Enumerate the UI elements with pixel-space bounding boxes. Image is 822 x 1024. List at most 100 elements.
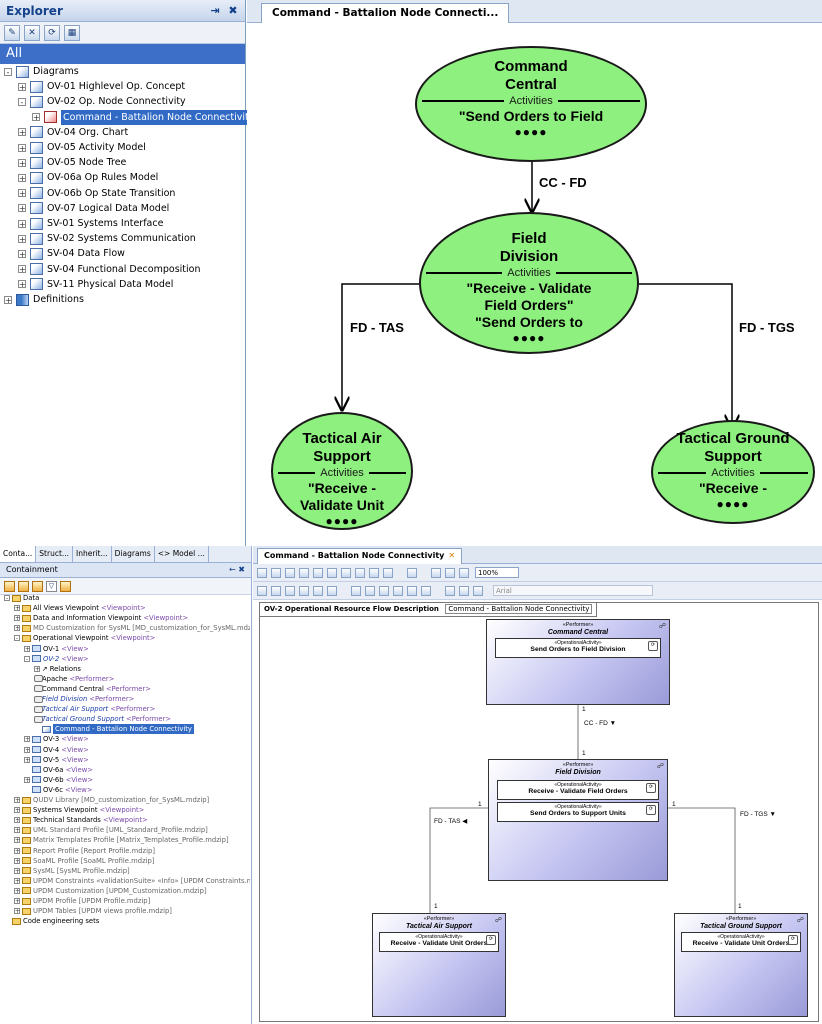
activity-box[interactable]: ⟳ «OperationalActivity» Receive - Valida… [379,932,499,952]
containment-tree-item[interactable]: +OV-5<View> [24,755,89,765]
expand-icon[interactable]: + [14,847,21,855]
text-color-icon[interactable] [473,585,483,596]
containment-tree-item[interactable]: Tactical Air Support<Performer> [34,704,155,714]
folder-icon[interactable] [4,580,15,592]
expand-icon[interactable]: + [34,665,41,673]
path-icon[interactable] [421,585,431,596]
close-icon[interactable]: ✕ [448,551,456,560]
align-icon[interactable] [271,567,281,578]
pin-icon[interactable]: ⇥ [210,3,220,17]
align-icon[interactable] [299,567,309,578]
containment-tree-item[interactable]: OV-6c<View> [24,785,93,795]
collapse-icon[interactable]: - [24,655,30,663]
containment-tree-item[interactable]: +UML Standard Profile [UML_Standard_Prof… [14,825,208,835]
md-diagram-tab[interactable]: Command - Battalion Node Connectivity✕ [257,548,463,564]
conn-fd-tas[interactable] [429,807,490,913]
align-icon[interactable] [271,585,281,596]
flow-fd-tas-label[interactable]: FD - TAS [350,320,404,335]
explorer-tree-item[interactable]: +OV-05 Node Tree [18,155,126,170]
explorer-tree-item[interactable]: +OV-04 Org. Chart [18,125,128,140]
align-icon[interactable] [285,585,295,596]
activity-box[interactable]: ⟳ «OperationalActivity» Receive - Valida… [497,780,659,800]
expand-icon[interactable]: + [18,82,26,92]
containment-tree-item[interactable]: Tactical Ground Support<Performer> [34,714,171,724]
containment-tree-item[interactable]: +↗Relations [34,664,81,674]
diagram-tab[interactable]: Command - Battalion Node Connecti... [261,3,510,23]
explorer-tree-item[interactable]: +OV-06a Op Rules Model [18,170,158,185]
package-icon[interactable] [18,580,29,592]
expand-icon[interactable]: + [14,615,21,623]
node-tactical-ground-support[interactable]: Tactical Ground Support Activities "Rece… [651,420,815,524]
path-icon[interactable] [379,585,389,596]
explorer-tree-item[interactable]: +SV-01 Systems Interface [18,216,163,231]
diagram-canvas[interactable]: Command Central Activities "Send Orders … [247,22,822,546]
containment-tree-item[interactable]: +Report Profile [Report Profile.mdzip] [14,846,155,856]
containment-tree-item[interactable]: +Technical Standards<Viewpoint> [14,815,148,825]
containment-tree-item[interactable]: +UPDM Profile [UPDM Profile.mdzip] [14,896,150,906]
expand-icon[interactable]: + [18,219,26,229]
expand-icon[interactable]: + [14,908,21,916]
browser-tab[interactable]: Struct... [36,546,74,562]
conn-cc-fd-label[interactable]: CC - FD ▼ [584,720,617,727]
edit-icon[interactable]: ✎ [4,24,20,41]
path-icon[interactable] [407,585,417,596]
conn-fd-tgs-label[interactable]: FD - TGS ▼ [740,811,776,818]
node-tactical-air-support[interactable]: Tactical Air Support Activities "Receive… [271,412,413,530]
explorer-tree-item[interactable]: +Command - Battalion Node Connectivity [32,109,257,125]
expand-icon[interactable]: + [24,776,31,784]
containment-tree-item[interactable]: Command - Battalion Node Connectivity [34,724,194,735]
panel-controls[interactable]: ← ✖ [229,565,245,574]
explorer-tree-item[interactable]: +OV-05 Activity Model [18,140,146,155]
collapse-icon[interactable]: - [18,97,26,106]
containment-tree-item[interactable]: -Operational Viewpoint<Viewpoint> [14,633,155,643]
expand-icon[interactable]: + [4,295,12,305]
containment-tree-item[interactable]: +OV-3<View> [24,734,89,744]
path-icon[interactable] [393,585,403,596]
expand-icon[interactable]: + [14,807,21,815]
node-command-central[interactable]: Command Central Activities "Send Orders … [415,46,647,162]
expand-icon[interactable]: + [14,817,21,825]
refresh-icon[interactable]: ⟳ [44,24,60,41]
filter-icon[interactable]: ▽ [46,580,57,592]
performer-tactical-ground-support[interactable]: ☍ «Performer» Tactical Ground Support ⟳ … [674,913,808,1017]
explorer-tree-item[interactable]: +SV-04 Data Flow [18,246,125,261]
explorer-tree-item[interactable]: +SV-11 Physical Data Model [18,277,173,292]
conn-fd-tas-label[interactable]: FD - TAS ◀ [434,818,468,825]
collapse-icon[interactable] [32,580,43,592]
expand-icon[interactable]: + [24,645,31,653]
containment-tree-item[interactable]: +UPDM Customization [UPDM_Customization.… [14,886,207,896]
explorer-tree-item[interactable]: +Definitions [4,292,84,307]
align-icon[interactable] [313,585,323,596]
expand-icon[interactable]: + [32,113,40,123]
expand-icon[interactable]: + [18,265,26,275]
align-icon[interactable] [355,567,365,578]
explorer-tree-item[interactable]: +OV-07 Logical Data Model [18,201,169,216]
containment-tree-item[interactable]: +UPDM Tables [UPDM views profile.mdzip] [14,906,172,916]
expand-icon[interactable]: + [24,756,31,764]
explorer-tree-item[interactable]: -OV-02 Op. Node Connectivity [18,94,186,109]
delete-icon[interactable]: ✕ [24,24,40,41]
node-field-division[interactable]: Field Division Activities "Receive - Val… [419,212,639,354]
align-icon[interactable] [285,567,295,578]
performer-command-central[interactable]: ☍ «Performer» Command Central ⟳ «Operati… [486,619,670,705]
activity-box[interactable]: ⟳ «OperationalActivity» Send Orders to F… [495,638,661,658]
containment-tree-item[interactable]: Apache<Performer> [34,674,114,684]
containment-tree-item[interactable]: Command Central<Performer> [34,684,151,694]
expand-icon[interactable]: + [14,887,21,895]
align-icon[interactable] [369,567,379,578]
containment-tree-item[interactable]: +SysML [SysML Profile.mdzip] [14,866,130,876]
containment-tree-item[interactable]: +UPDM Constraints «validationSuite» «Inf… [14,876,250,886]
expand-icon[interactable]: + [14,857,21,865]
containment-tree-item[interactable]: +SoaML Profile [SoaML Profile.mdzip] [14,856,155,866]
activity-box[interactable]: ⟳ «OperationalActivity» Receive - Valida… [681,932,801,952]
containment-tree-item[interactable]: +Matrix Templates Profile [Matrix_Templa… [14,835,229,845]
close-icon[interactable]: ✖ [228,3,238,17]
activity-box[interactable]: ⟳ «OperationalActivity» Send Orders to S… [497,802,659,822]
expand-icon[interactable]: + [18,143,26,153]
containment-tree-item[interactable]: Code engineering sets [4,916,99,926]
flow-fd-tas-line[interactable] [342,283,419,410]
line-color-icon[interactable] [459,585,469,596]
collapse-icon[interactable]: - [4,67,12,76]
containment-tree-item[interactable]: +MD Customization for SysML [MD_customiz… [14,623,250,633]
expand-icon[interactable]: + [24,746,31,754]
